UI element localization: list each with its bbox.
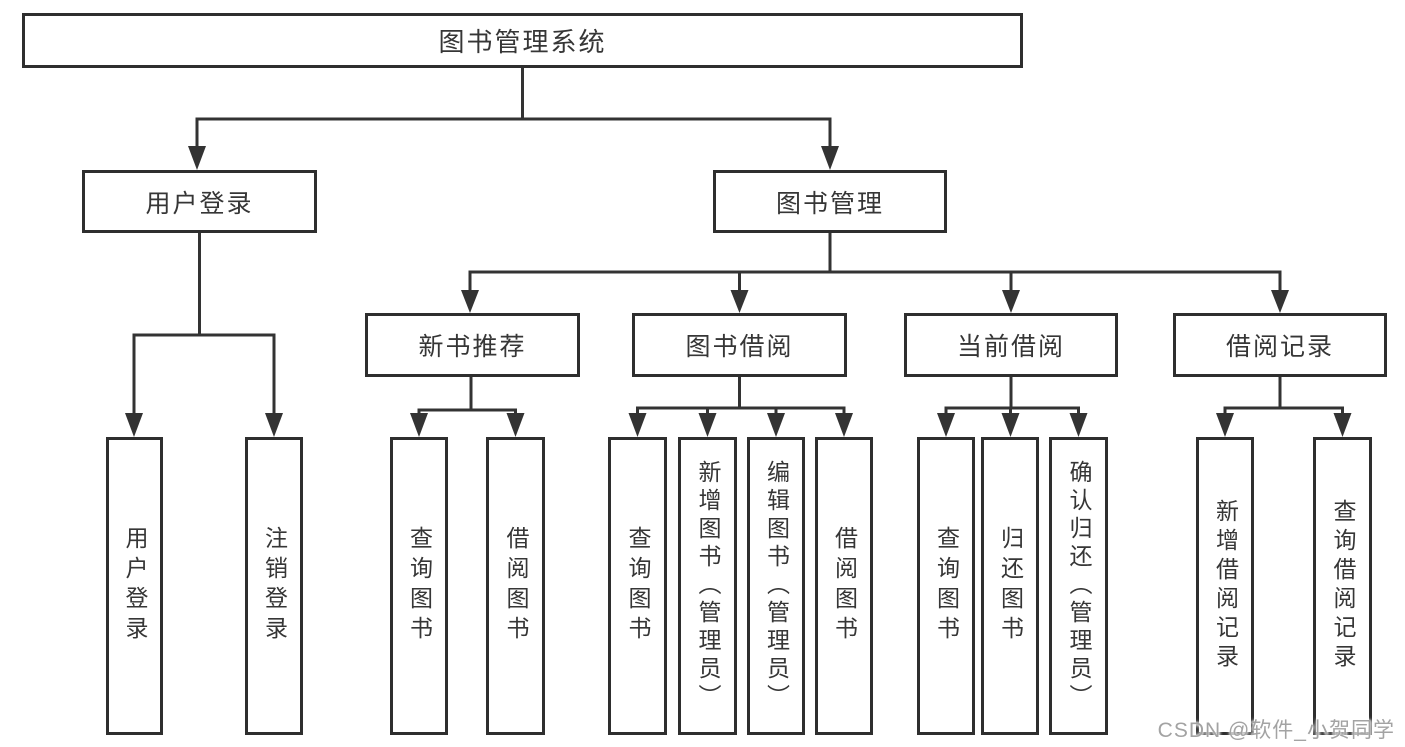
node-leaf-bb-edit: 编辑图书（管理员） [747,437,805,735]
node-leaf-bb-edit-label: 编辑图书（管理员） [763,460,790,712]
node-leaf-cb-confirm: 确认归还（管理员） [1049,437,1108,735]
node-group-current-borrow-label: 当前借阅 [956,333,1065,361]
node-branch-book-mgmt: 图书管理 [713,170,947,233]
node-leaf-bb-add-label: 新增图书（管理员） [695,460,721,712]
node-branch-user-login-label: 用户登录 [145,189,254,218]
node-leaf-nb-query-label: 查询图书 [406,526,433,646]
node-group-book-borrow-label: 图书借阅 [685,333,794,361]
node-leaf-bb-query-label: 查询图书 [625,526,651,646]
node-branch-book-mgmt-label: 图书管理 [775,189,884,218]
node-leaf-br-add: 新增借阅记录 [1196,437,1254,735]
node-leaf-nb-query: 查询图书 [390,437,448,735]
node-leaf-cb-confirm-label: 确认归还（管理员） [1066,460,1092,712]
node-leaf-logout-label: 注销登录 [261,526,288,646]
node-group-borrow-record-label: 借阅记录 [1225,333,1334,361]
node-leaf-bb-add: 新增图书（管理员） [678,437,737,735]
node-branch-user-login: 用户登录 [82,170,317,233]
node-group-current-borrow: 当前借阅 [904,313,1118,377]
node-leaf-logout: 注销登录 [245,437,303,735]
csdn-watermark: CSDN @软件_小贺同学 [1157,719,1395,742]
node-leaf-bb-borrow: 借阅图书 [815,437,873,735]
node-leaf-nb-borrow-label: 借阅图书 [503,526,529,646]
node-leaf-nb-borrow: 借阅图书 [486,437,545,735]
node-leaf-br-add-label: 新增借阅记录 [1212,499,1239,673]
node-group-new-book: 新书推荐 [365,313,580,377]
node-leaf-br-query-label: 查询借阅记录 [1330,499,1356,673]
node-root: 图书管理系统 [22,13,1023,68]
node-leaf-cb-return-label: 归还图书 [997,526,1024,646]
node-leaf-cb-query-label: 查询图书 [933,526,960,646]
node-leaf-user-login: 用户登录 [106,437,163,735]
node-group-borrow-record: 借阅记录 [1173,313,1387,377]
node-group-book-borrow: 图书借阅 [632,313,847,377]
node-leaf-br-query: 查询借阅记录 [1313,437,1372,735]
node-leaf-user-login-label: 用户登录 [122,526,148,646]
node-leaf-bb-query: 查询图书 [608,437,667,735]
node-group-new-book-label: 新书推荐 [418,333,527,361]
node-leaf-cb-return: 归还图书 [981,437,1039,735]
node-root-label: 图书管理系统 [438,27,607,57]
node-leaf-bb-borrow-label: 借阅图书 [831,526,858,646]
node-leaf-cb-query: 查询图书 [917,437,975,735]
